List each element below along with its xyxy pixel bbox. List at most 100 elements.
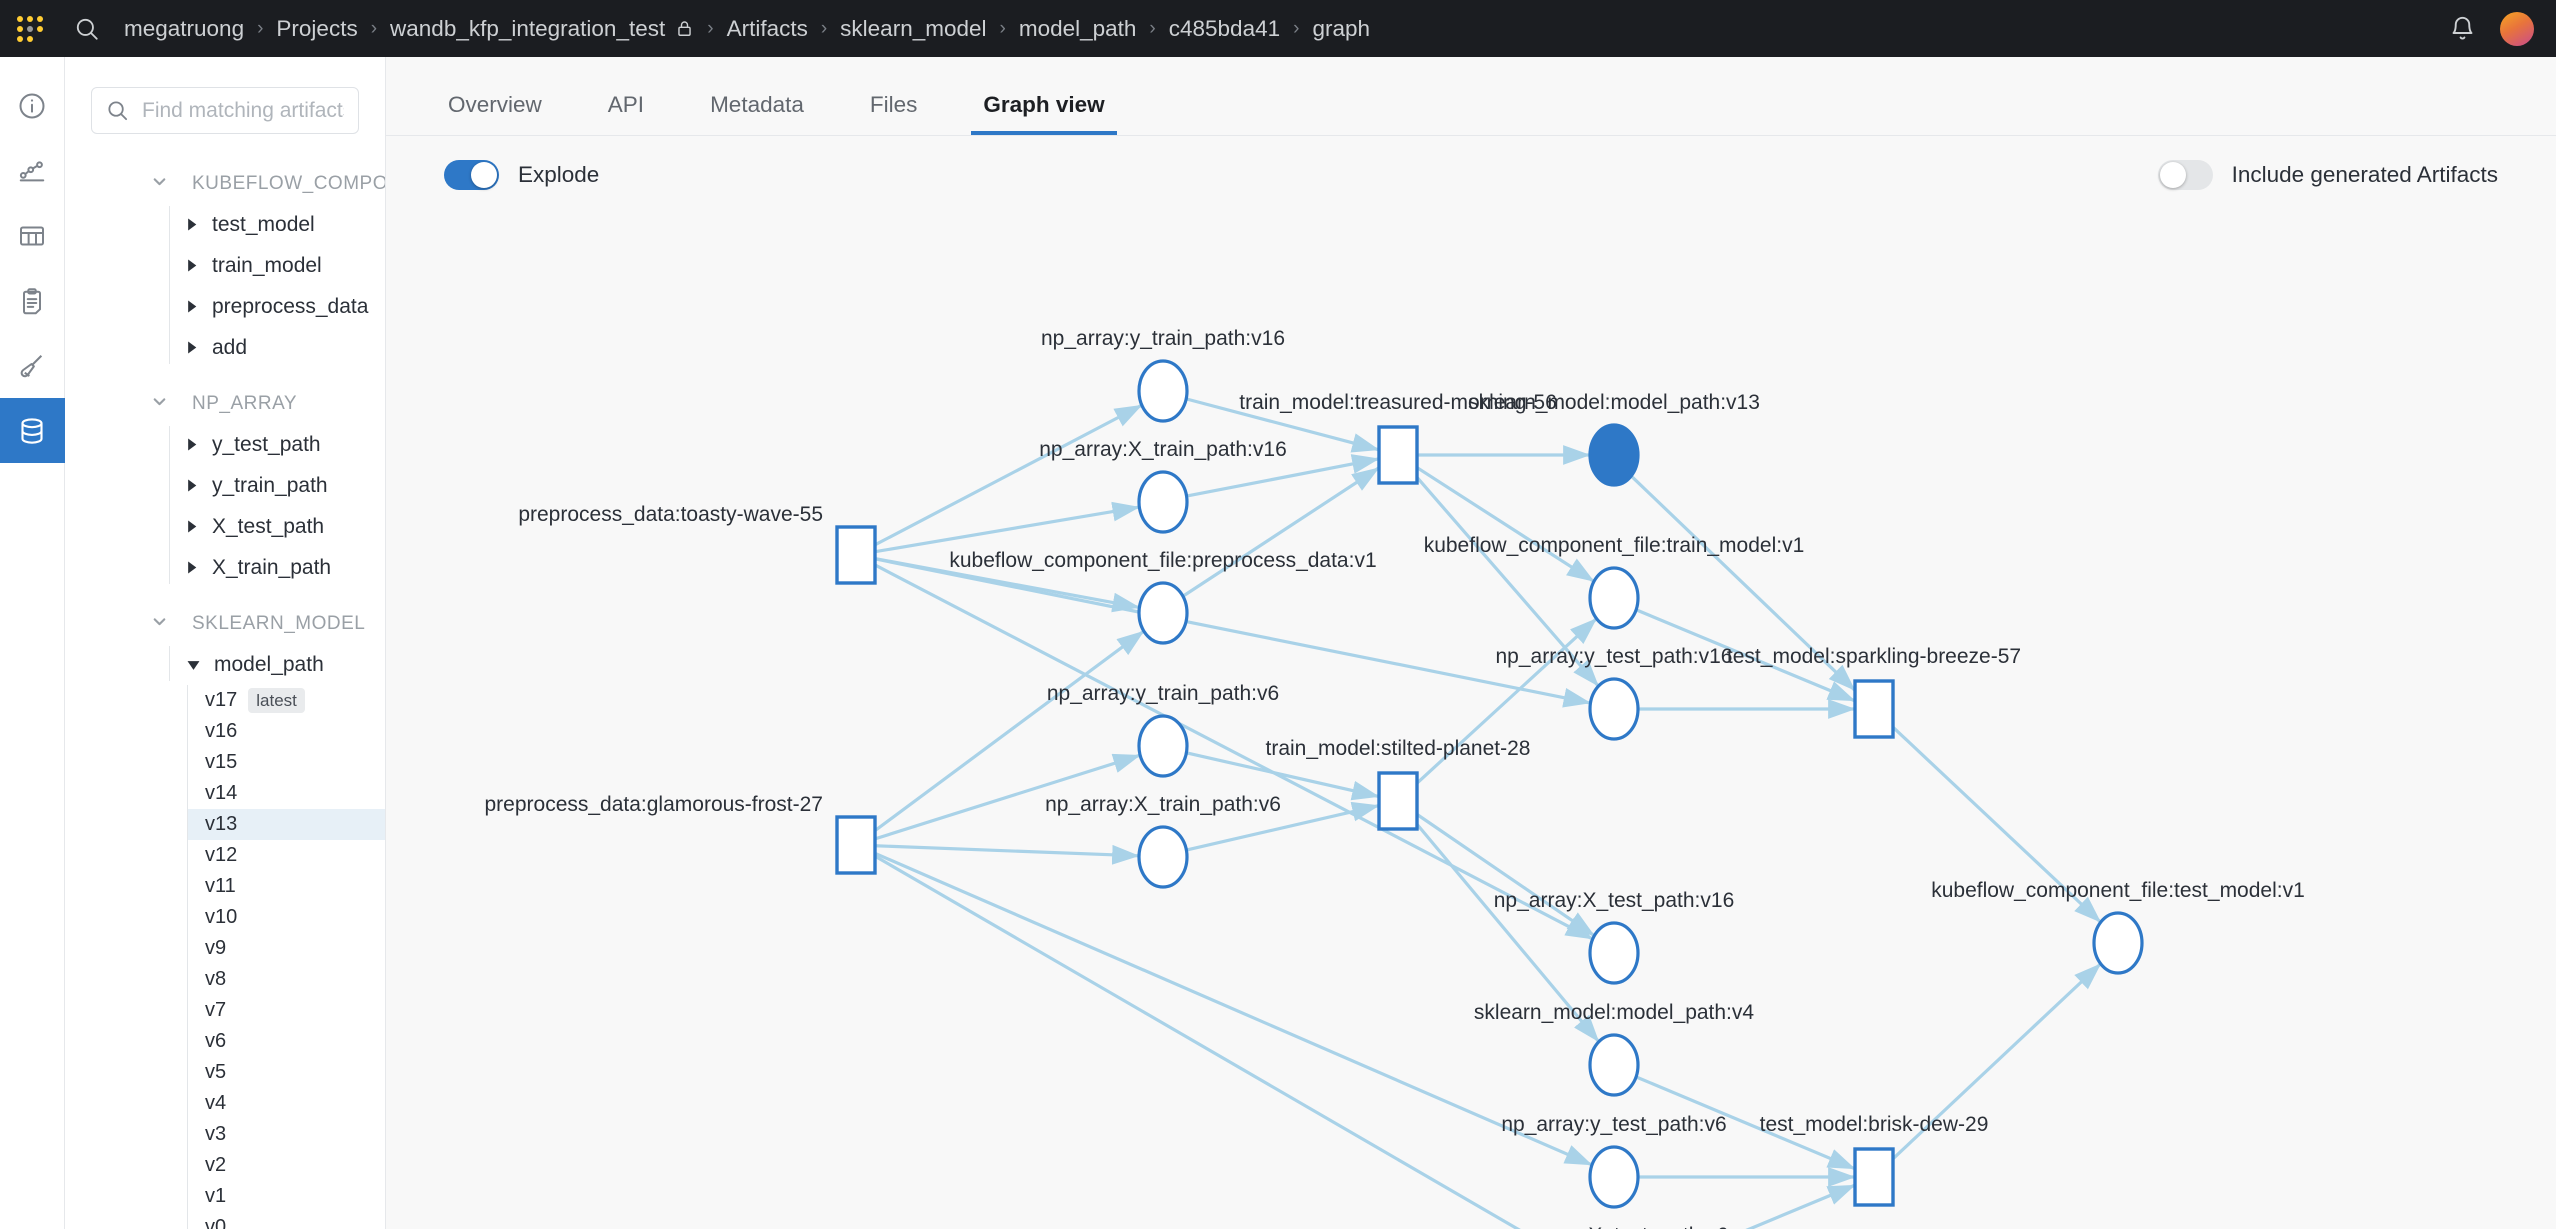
version-item-v3[interactable]: v3: [187, 1119, 385, 1150]
graph-node-run[interactable]: [835, 815, 877, 875]
version-item-v12[interactable]: v12: [187, 840, 385, 871]
tree-item-test_model[interactable]: test_model: [169, 204, 385, 245]
breadcrumb-item-0[interactable]: megatruong: [124, 15, 245, 41]
graph-node-run[interactable]: [1377, 771, 1419, 831]
tree-item-y_test_path[interactable]: y_test_path: [169, 424, 385, 465]
broom-icon[interactable]: [0, 333, 65, 398]
version-item-v15[interactable]: v15: [187, 747, 385, 778]
database-icon[interactable]: [0, 398, 65, 463]
group-header-sklearn-model[interactable]: SKLEARN_MODEL: [65, 604, 385, 644]
artifact-search-box[interactable]: [91, 87, 359, 134]
version-item-v1[interactable]: v1: [187, 1181, 385, 1212]
tab-api[interactable]: API: [607, 92, 645, 117]
graph-node-label: kubeflow_component_file:preprocess_data:…: [949, 549, 1376, 572]
version-item-v16[interactable]: v16: [187, 716, 385, 747]
tab-graph-view[interactable]: Graph view: [971, 92, 1118, 135]
tab-overview[interactable]: Overview: [448, 92, 542, 117]
graph-node-artifact[interactable]: [1588, 921, 1640, 985]
graph-node-artifact[interactable]: [1588, 1033, 1640, 1097]
breadcrumb-item-4[interactable]: sklearn_model: [840, 15, 987, 41]
graph-node-artifact[interactable]: [1137, 825, 1189, 889]
tree-item-model_path[interactable]: model_path: [169, 644, 385, 685]
tab-metadata[interactable]: Metadata: [710, 92, 804, 117]
table-icon[interactable]: [0, 203, 65, 268]
tree-item-X_test_path[interactable]: X_test_path: [169, 506, 385, 547]
include-generated-switch[interactable]: [2157, 159, 2213, 190]
graph-node-run[interactable]: [1853, 679, 1895, 739]
chevron-right-icon: [187, 474, 198, 498]
artifacts-sidebar: KUBEFLOW_COMPONENT... test_model train_m…: [65, 57, 386, 1229]
graph-node-artifact[interactable]: [1137, 359, 1189, 423]
tree-item-train_model[interactable]: train_model: [169, 245, 385, 286]
clipboard-icon[interactable]: [0, 268, 65, 333]
version-item-v10[interactable]: v10: [187, 902, 385, 933]
version-item-v13[interactable]: v13: [187, 809, 385, 840]
global-search-icon[interactable]: [72, 14, 102, 44]
info-icon[interactable]: [0, 73, 65, 138]
version-item-v4[interactable]: v4: [187, 1088, 385, 1119]
graph-node-artifact[interactable]: [1137, 581, 1189, 645]
graph-nodes[interactable]: [835, 359, 2144, 1229]
version-item-v5[interactable]: v5: [187, 1057, 385, 1088]
breadcrumb-item-2[interactable]: wandb_kfp_integration_test: [390, 15, 666, 41]
search-input[interactable]: [142, 98, 344, 123]
graph-node-artifact[interactable]: [1588, 423, 1640, 487]
graph-node-artifact[interactable]: [2092, 911, 2144, 975]
breadcrumb-item-1[interactable]: Projects: [276, 15, 358, 41]
version-item-v8[interactable]: v8: [187, 964, 385, 995]
graph-node-artifact[interactable]: [1588, 566, 1640, 630]
graph-edge: [1416, 466, 1595, 583]
graph-node-run[interactable]: [835, 525, 877, 585]
tree-item-y_train_path[interactable]: y_train_path: [169, 465, 385, 506]
breadcrumb-item-6[interactable]: c485bda41: [1168, 15, 1281, 41]
graph-node-artifact[interactable]: [1588, 1145, 1640, 1209]
chevron-right-icon: [187, 295, 198, 319]
group-header-np-array[interactable]: NP_ARRAY: [65, 384, 385, 424]
version-item-v0[interactable]: v0: [187, 1212, 385, 1229]
graph-node-run[interactable]: [1377, 425, 1419, 485]
wandb-logo[interactable]: [17, 14, 47, 44]
include-generated-label: Include generated Artifacts: [2231, 161, 2498, 187]
version-label: v11: [205, 875, 236, 897]
breadcrumb-separator: ›: [1293, 17, 1300, 39]
breadcrumb-item-7[interactable]: graph: [1312, 15, 1370, 41]
graph-edge: [1630, 474, 1857, 692]
explode-switch[interactable]: [444, 159, 499, 190]
graph-node-label: np_array:y_train_path:v6: [1047, 682, 1279, 705]
version-item-v14[interactable]: v14: [187, 778, 385, 809]
include-generated-artifacts-toggle[interactable]: Include generated Artifacts: [2157, 159, 2498, 190]
chevron-down-icon: [151, 613, 168, 636]
version-label: v15: [205, 751, 238, 773]
graph-edge: [1415, 823, 1601, 1043]
user-avatar[interactable]: [2500, 11, 2534, 46]
tree-item-preprocess_data[interactable]: preprocess_data: [169, 286, 385, 327]
version-item-v17[interactable]: v17 latest: [187, 685, 385, 716]
tree-item-add[interactable]: add: [169, 327, 385, 368]
version-label: v10: [205, 906, 238, 928]
breadcrumb-item-3[interactable]: Artifacts: [726, 15, 808, 41]
explode-toggle[interactable]: Explode: [444, 159, 599, 190]
version-item-v7[interactable]: v7: [187, 995, 385, 1026]
group-header-kubeflow-component[interactable]: KUBEFLOW_COMPONENT...: [65, 164, 385, 204]
version-item-v9[interactable]: v9: [187, 933, 385, 964]
graph-edge: [874, 629, 1145, 832]
graph-node-artifact[interactable]: [1137, 470, 1189, 534]
breadcrumb-item-5[interactable]: model_path: [1018, 15, 1137, 41]
tree-item-X_train_path[interactable]: X_train_path: [169, 547, 385, 588]
graph-edge: [1185, 801, 1380, 852]
version-item-v2[interactable]: v2: [187, 1150, 385, 1181]
version-item-v6[interactable]: v6: [187, 1026, 385, 1057]
version-item-v11[interactable]: v11: [187, 871, 385, 902]
graph-node-run[interactable]: [1853, 1147, 1895, 1207]
chart-line-icon[interactable]: [0, 138, 65, 203]
tab-files[interactable]: Files: [869, 92, 918, 117]
graph-node-artifact[interactable]: [1588, 677, 1640, 741]
chevron-right-icon: [187, 515, 198, 539]
graph-node-artifact[interactable]: [1137, 714, 1189, 778]
group-label: SKLEARN_MODEL: [192, 613, 366, 634]
bell-icon[interactable]: [2449, 15, 2476, 42]
graph-svg[interactable]: preprocess_data:toasty-wave-55np_array:y…: [386, 213, 2556, 1229]
chevron-right-icon: [187, 254, 198, 278]
graph-edge: [1415, 617, 1598, 785]
